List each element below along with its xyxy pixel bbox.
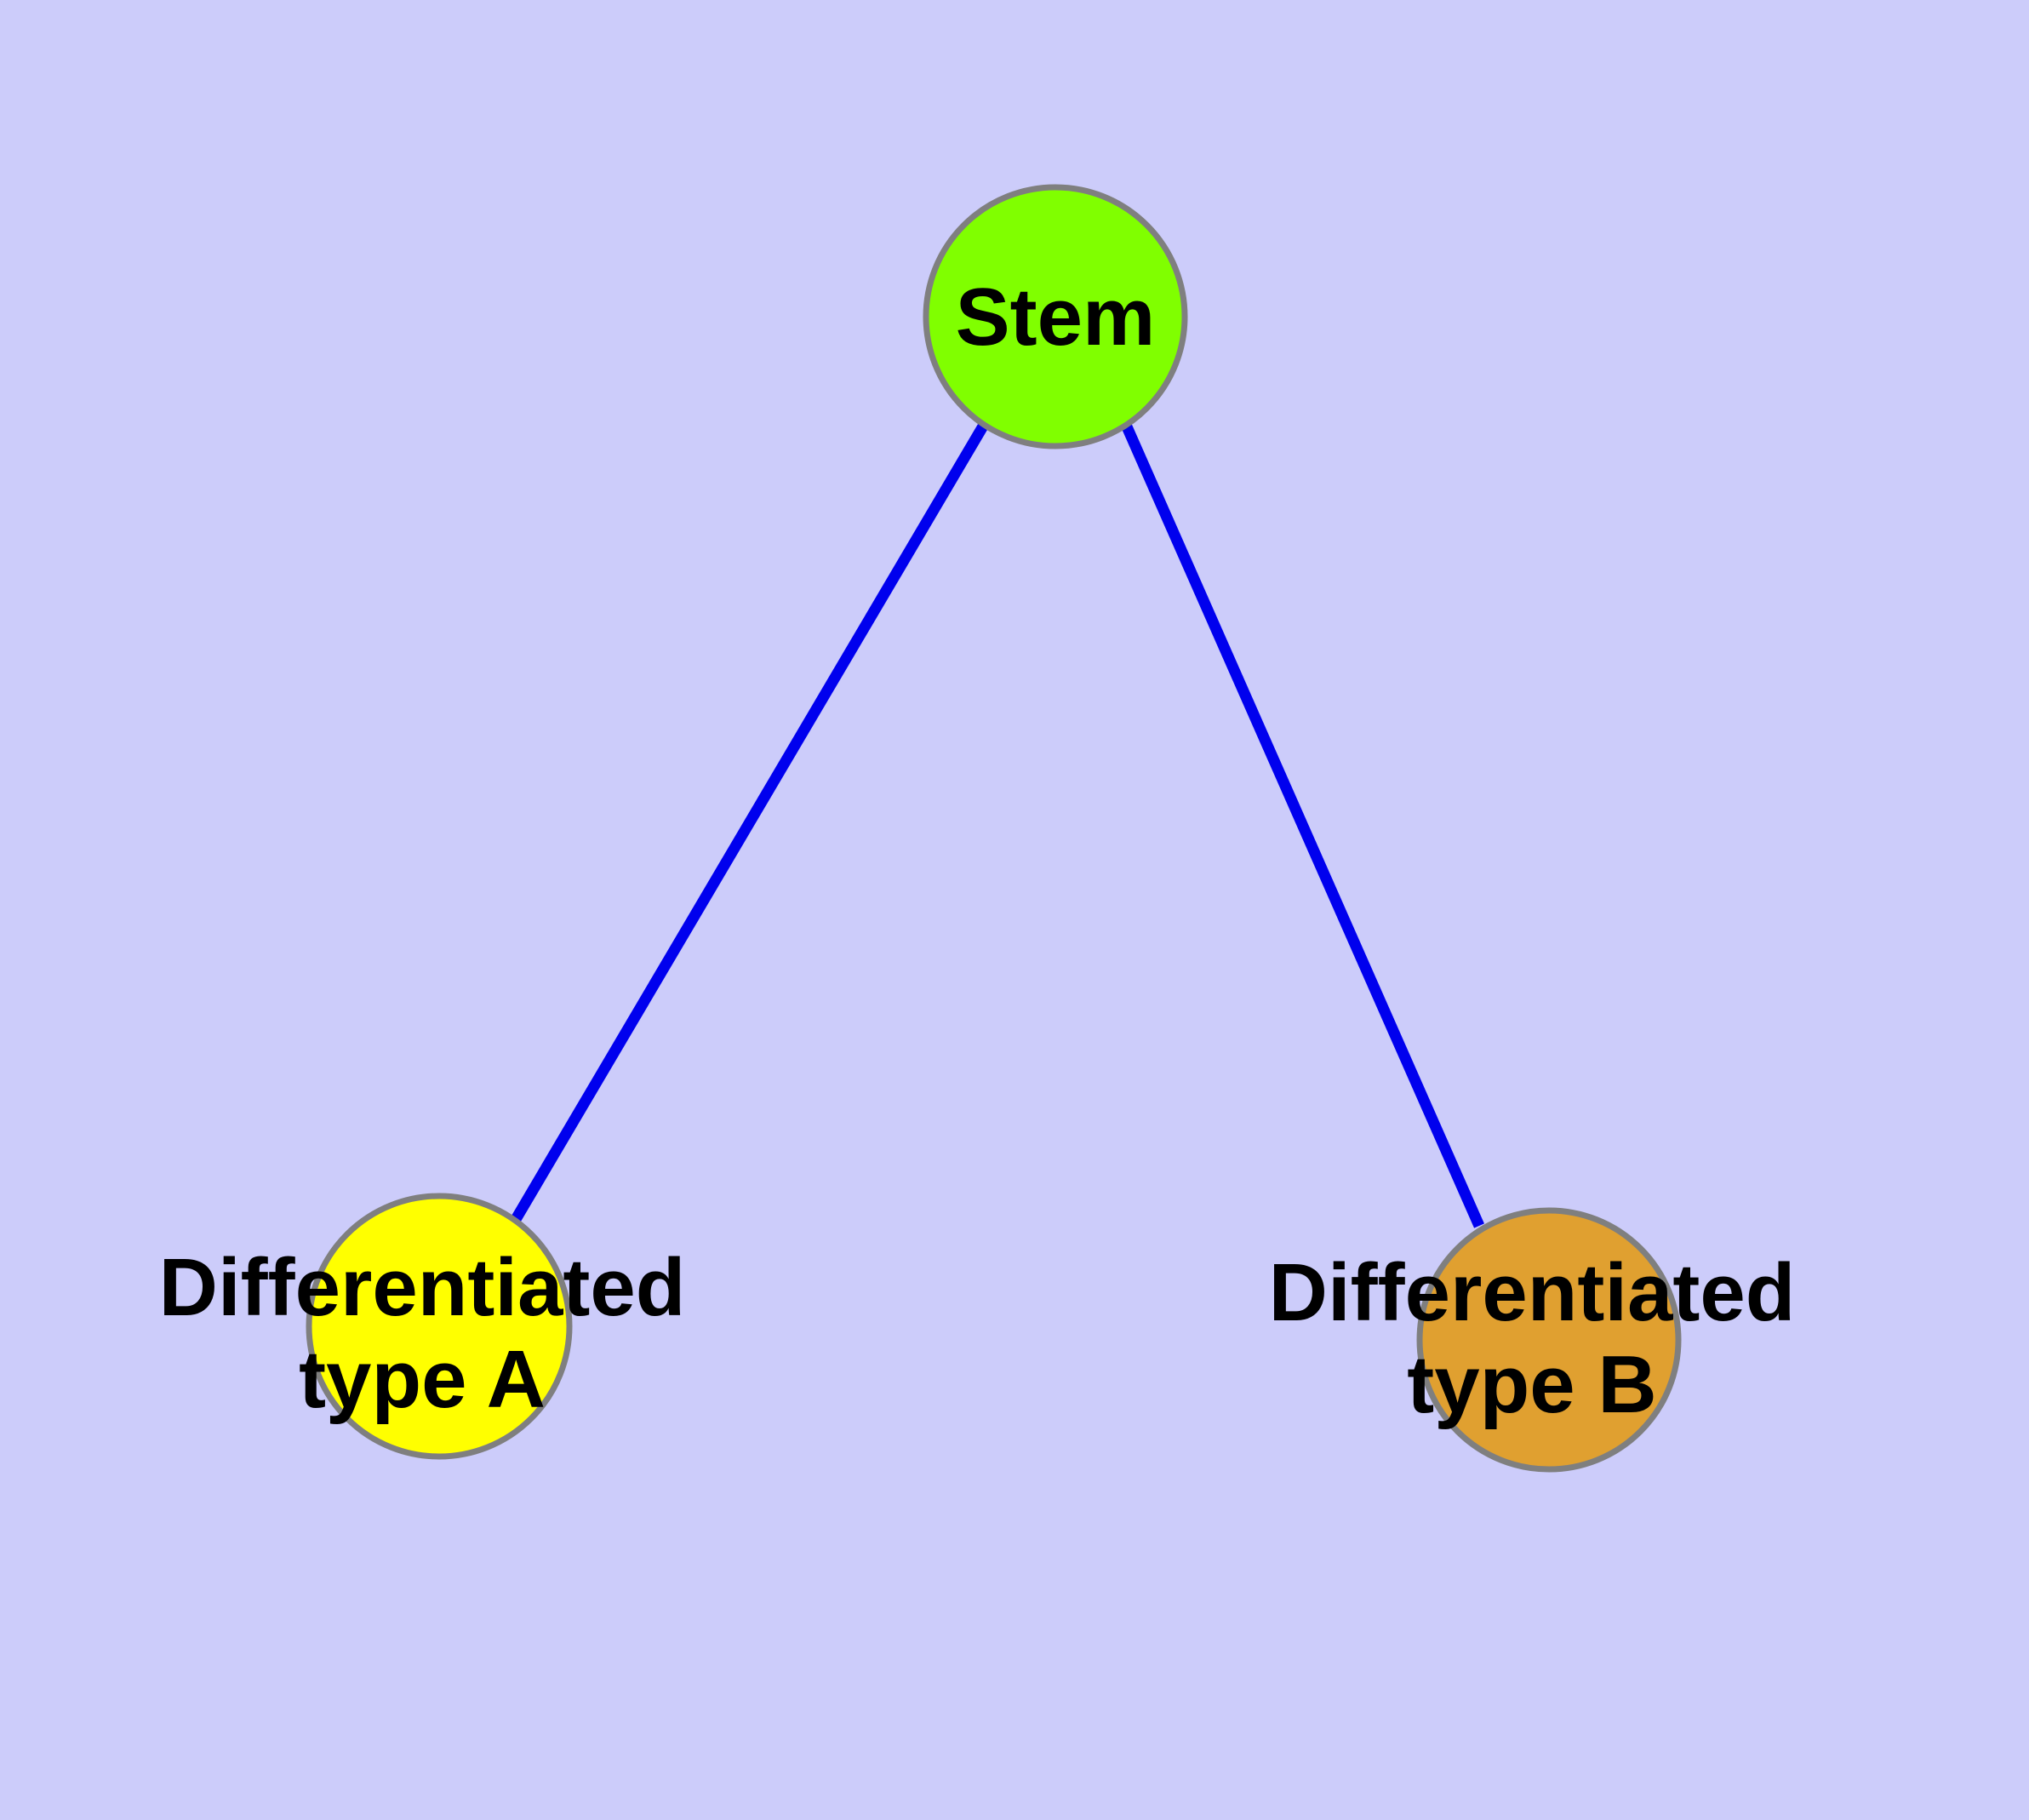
edge-stem-to-diff-b[interactable] <box>1121 422 1484 1228</box>
edge-layer <box>510 421 1484 1228</box>
node-stem-circle[interactable] <box>923 184 1188 449</box>
node-diff-b-circle[interactable] <box>1416 1207 1682 1473</box>
node-diff-a-circle[interactable] <box>306 1193 573 1460</box>
node-stem-label: Stem <box>956 272 1156 363</box>
label-line: Differentiated <box>1269 1247 1796 1338</box>
label-line: Differentiated <box>159 1242 686 1333</box>
label-line: Stem <box>956 272 1156 363</box>
node-layer <box>306 184 1682 1473</box>
edge-stem-to-diff-a[interactable] <box>510 421 989 1224</box>
label-line: type A <box>299 1334 546 1425</box>
label-line: type B <box>1407 1339 1656 1430</box>
